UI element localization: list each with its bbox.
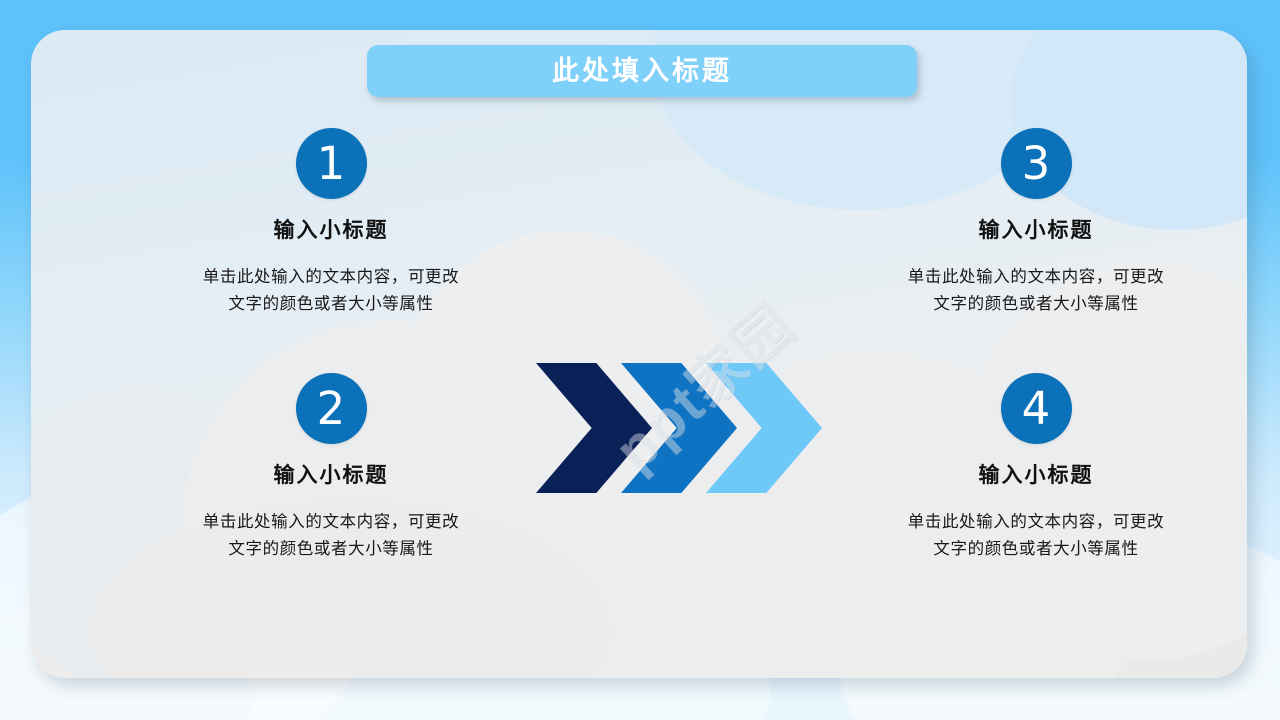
item-4-subtitle: 输入小标题: [978, 464, 1094, 487]
content-item-2[interactable]: 2 输入小标题 单击此处输入的文本内容，可更改 文字的颜色或者大小等属性: [116, 373, 546, 563]
item-3-body: 单击此处输入的文本内容，可更改 文字的颜色或者大小等属性: [907, 268, 1165, 313]
number-badge-3-label: 3: [1021, 137, 1051, 190]
content-item-3[interactable]: 3 输入小标题 单击此处输入的文本内容，可更改 文字的颜色或者大小等属性: [821, 128, 1247, 318]
item-1-subtitle: 输入小标题: [273, 219, 389, 242]
item-3-subtitle: 输入小标题: [978, 219, 1094, 242]
item-1-body: 单击此处输入的文本内容，可更改 文字的颜色或者大小等属性: [202, 268, 460, 313]
number-badge-3: 3: [1000, 128, 1072, 199]
content-card: 此处填入标题 1 输入小标题 单击此处输入的文本内容，可更改 文字的颜色或者大小…: [31, 30, 1247, 678]
item-2-subtitle: 输入小标题: [273, 464, 389, 487]
content-item-4[interactable]: 4 输入小标题 单击此处输入的文本内容，可更改 文字的颜色或者大小等属性: [821, 373, 1247, 563]
number-badge-4: 4: [1000, 373, 1072, 444]
chevron-right-icon-1: [536, 363, 652, 493]
number-badge-4-label: 4: [1021, 382, 1051, 435]
number-badge-2: 2: [295, 373, 367, 444]
item-4-body: 单击此处输入的文本内容，可更改 文字的颜色或者大小等属性: [907, 513, 1165, 558]
number-badge-1: 1: [295, 128, 367, 199]
slide-title-box[interactable]: 此处填入标题: [367, 45, 917, 97]
number-badge-1-label: 1: [316, 137, 346, 190]
number-badge-2-label: 2: [316, 382, 346, 435]
slide-title-text: 此处填入标题: [552, 55, 732, 86]
item-2-body: 单击此处输入的文本内容，可更改 文字的颜色或者大小等属性: [202, 513, 460, 558]
chevron-arrow-group: [536, 363, 822, 493]
content-item-1[interactable]: 1 输入小标题 单击此处输入的文本内容，可更改 文字的颜色或者大小等属性: [116, 128, 546, 318]
